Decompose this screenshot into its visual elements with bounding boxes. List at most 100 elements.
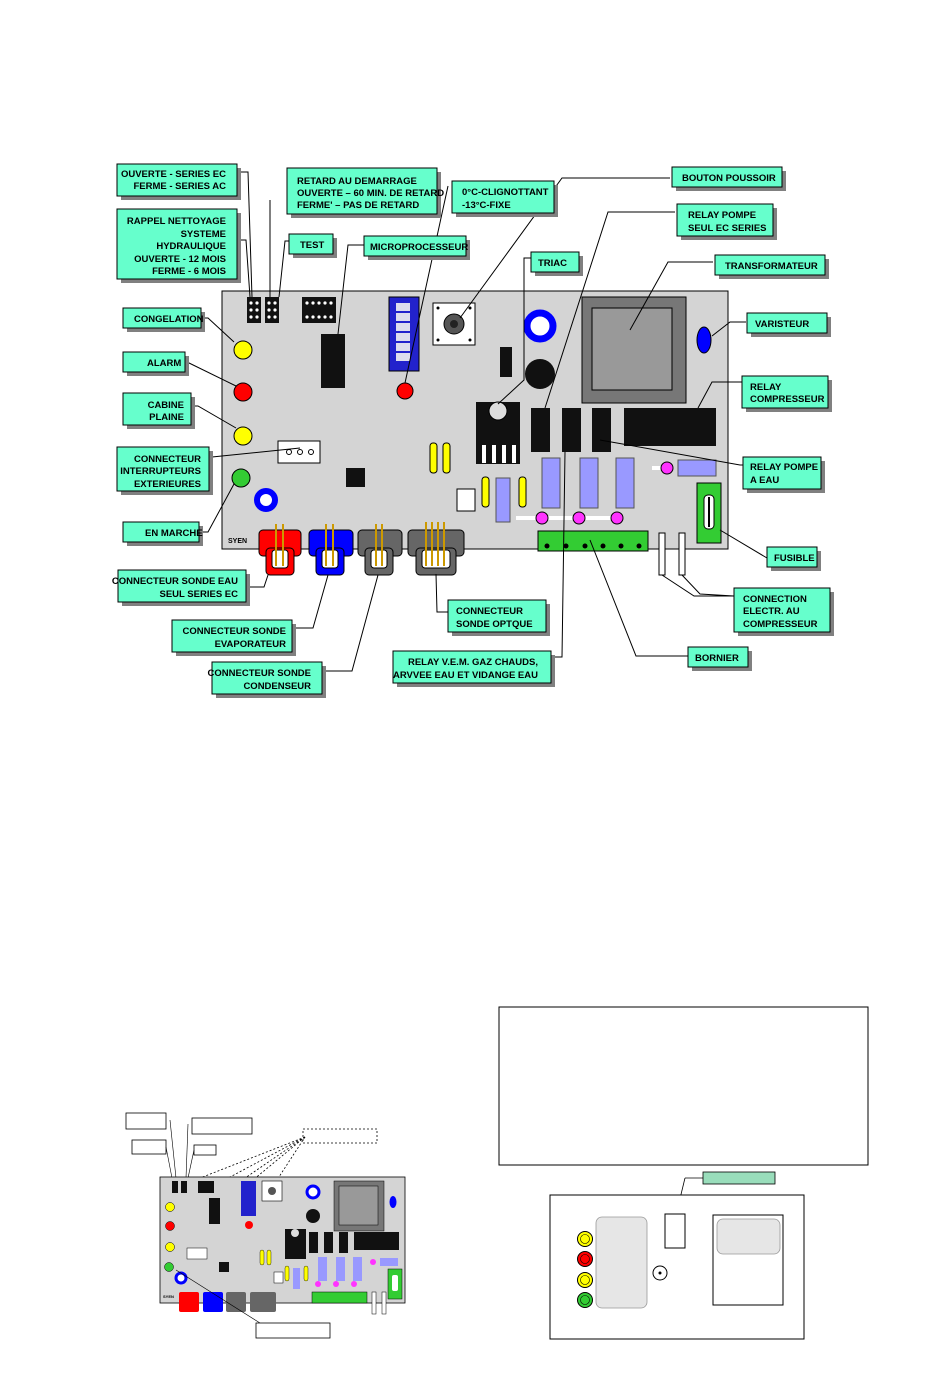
label-bouton-poussoir: BOUTON POUSSOIR (671, 166, 786, 191)
svg-text:RETARD AU DEMARRAGE: RETARD AU DEMARRAGE (297, 176, 417, 187)
label-varisteur: VARISTEUR (746, 312, 831, 337)
svg-text:OUVERTE - 12 MOIS: OUVERTE - 12 MOIS (134, 254, 226, 265)
blue-resistor-small (495, 477, 511, 523)
svg-text:CONNECTEUR SONDE EAU: CONNECTEUR SONDE EAU (112, 576, 238, 587)
svg-text:FERME - 6 MOIS: FERME - 6 MOIS (152, 266, 226, 277)
svg-text:CONNECTEUR SONDE: CONNECTEUR SONDE (208, 668, 311, 679)
push-button (432, 302, 476, 346)
svg-text:EVAPORATEUR: EVAPORATEUR (215, 639, 287, 650)
front-panel-diagram (549, 1171, 805, 1340)
blue-ring-top (523, 309, 557, 343)
black-capacitor (525, 359, 555, 389)
dip-switch (388, 296, 420, 372)
svg-text:OUVERTE - SERIES EC: OUVERTE - SERIES EC (121, 169, 226, 180)
transformer (581, 296, 687, 404)
svg-text:SEUL SERIES EC: SEUL SERIES EC (160, 589, 239, 600)
relay-2 (562, 408, 581, 452)
fuse (696, 482, 722, 544)
svg-text:ARVVEE EAU ET VIDANGE EAU: ARVVEE EAU ET VIDANGE EAU (393, 670, 538, 681)
led-alarm (233, 382, 253, 402)
label-clignottant: 0°C-CLIGNOTTANT -13°C-FIXE (451, 180, 558, 217)
led-clignottant (396, 382, 414, 400)
microprocessor-chip (321, 334, 345, 388)
svg-text:RELAY POMPE: RELAY POMPE (750, 462, 818, 473)
label-transformateur: TRANSFORMATEUR (714, 254, 829, 279)
external-switch-connector (277, 440, 321, 464)
svg-text:MICROPROCESSEUR: MICROPROCESSEUR (370, 242, 468, 253)
svg-text:SYSTEME: SYSTEME (181, 229, 226, 240)
svg-text:FERME' – PAS DE RETARD: FERME' – PAS DE RETARD (297, 200, 419, 211)
relay-3 (592, 408, 611, 452)
connector-sonde-eau (258, 524, 302, 576)
blue-resistor-3 (615, 457, 635, 509)
jumper-retard (265, 297, 279, 323)
small-black-part (500, 347, 512, 377)
blue-resistor-2 (579, 457, 599, 509)
label-fusible: FUSIBLE (766, 546, 821, 571)
svg-text:TRANSFORMATEUR: TRANSFORMATEUR (725, 261, 818, 272)
svg-text:EN MARCHE: EN MARCHE (145, 528, 203, 539)
thumbnail-board-diagram: SYEN (125, 1112, 406, 1339)
svg-text:RAPPEL NETTOYAGE: RAPPEL NETTOYAGE (127, 216, 226, 227)
svg-text:A EAU: A EAU (750, 475, 779, 486)
triac (476, 401, 520, 464)
small-black-chip (346, 468, 365, 487)
svg-text:CONNECTEUR SONDE: CONNECTEUR SONDE (183, 626, 286, 637)
svg-text:CONNECTION: CONNECTION (743, 594, 807, 605)
yellow-cap-1 (429, 442, 438, 474)
blue-resistor-horizontal (677, 459, 717, 477)
jumper-series (247, 297, 261, 323)
label-relay-pompe-eau: RELAY POMPE A EAU (742, 456, 825, 493)
label-relay-compresseur: RELAY COMPRESSEUR (741, 375, 832, 412)
svg-text:0°C-CLIGNOTTANT: 0°C-CLIGNOTTANT (462, 187, 549, 198)
led-congelation (233, 340, 253, 360)
svg-text:PLAINE: PLAINE (149, 412, 184, 423)
svg-text:COMPRESSEUR: COMPRESSEUR (750, 394, 825, 405)
connector-sonde-optque (407, 522, 465, 576)
main-board: SYEN (221, 290, 729, 576)
svg-text:COMPRESSEUR: COMPRESSEUR (743, 619, 818, 630)
svg-text:FERME - SERIES AC: FERME - SERIES AC (133, 181, 226, 192)
svg-text:OUVERTE – 60 MIN. DE RETARD: OUVERTE – 60 MIN. DE RETARD (297, 188, 444, 199)
svg-text:CONGELATION: CONGELATION (134, 314, 204, 325)
svg-text:HYDRAULIQUE: HYDRAULIQUE (156, 241, 226, 252)
connector-sonde-condenseur (357, 524, 403, 576)
svg-text:SONDE OPTQUE: SONDE OPTQUE (456, 619, 533, 630)
magenta-dot-3 (572, 511, 586, 525)
svg-text:CONDENSEUR: CONDENSEUR (243, 681, 311, 692)
label-microprocesseur: MICROPROCESSEUR (363, 235, 470, 260)
label-sonde-evaporateur: CONNECTEUR SONDE EVAPORATEUR (171, 619, 296, 656)
yellow-cap-2 (442, 442, 451, 474)
label-sonde-optque: CONNECTEUR SONDE OPTQUE (447, 599, 550, 636)
compressor-relay (624, 408, 716, 446)
label-en-marche: EN MARCHE (122, 521, 203, 546)
svg-text:ALARM: ALARM (147, 358, 181, 369)
label-rappel: RAPPEL NETTOYAGE SYSTEME HYDRAULIQUE OUV… (116, 208, 241, 283)
svg-text:TEST: TEST (300, 240, 324, 251)
label-test: TEST (288, 233, 337, 258)
empty-text-box (498, 1006, 869, 1166)
connector-sonde-evaporateur (308, 524, 354, 576)
terminal-block (537, 530, 649, 552)
magenta-dot-4 (610, 511, 624, 525)
compressor-pin-1 (658, 532, 666, 576)
svg-text:ELECTR. AU: ELECTR. AU (743, 606, 800, 617)
board-brand: SYEN (228, 538, 247, 545)
svg-text:CONNECTEUR: CONNECTEUR (456, 606, 523, 617)
svg-text:BOUTON POUSSOIR: BOUTON POUSSOIR (682, 173, 776, 184)
leader-lines (186, 171, 768, 672)
label-congelation: CONGELATION (122, 307, 205, 332)
label-bornier: BORNIER (687, 646, 752, 671)
magenta-dot-2 (535, 511, 549, 525)
varistor (696, 326, 712, 354)
led-en-marche (231, 468, 251, 488)
yellow-cap-3 (481, 476, 490, 508)
compressor-pin-2 (678, 532, 686, 576)
label-alarm: ALARM (122, 351, 189, 376)
svg-text:SEUL EC SERIES: SEUL EC SERIES (688, 223, 767, 234)
label-triac: TRIAC (530, 251, 583, 276)
label-relay-pompe-ec: RELAY POMPE SEUL EC SERIES (676, 203, 777, 240)
svg-text:CONNECTEUR: CONNECTEUR (134, 454, 201, 465)
svg-text:CABINE: CABINE (148, 400, 184, 411)
